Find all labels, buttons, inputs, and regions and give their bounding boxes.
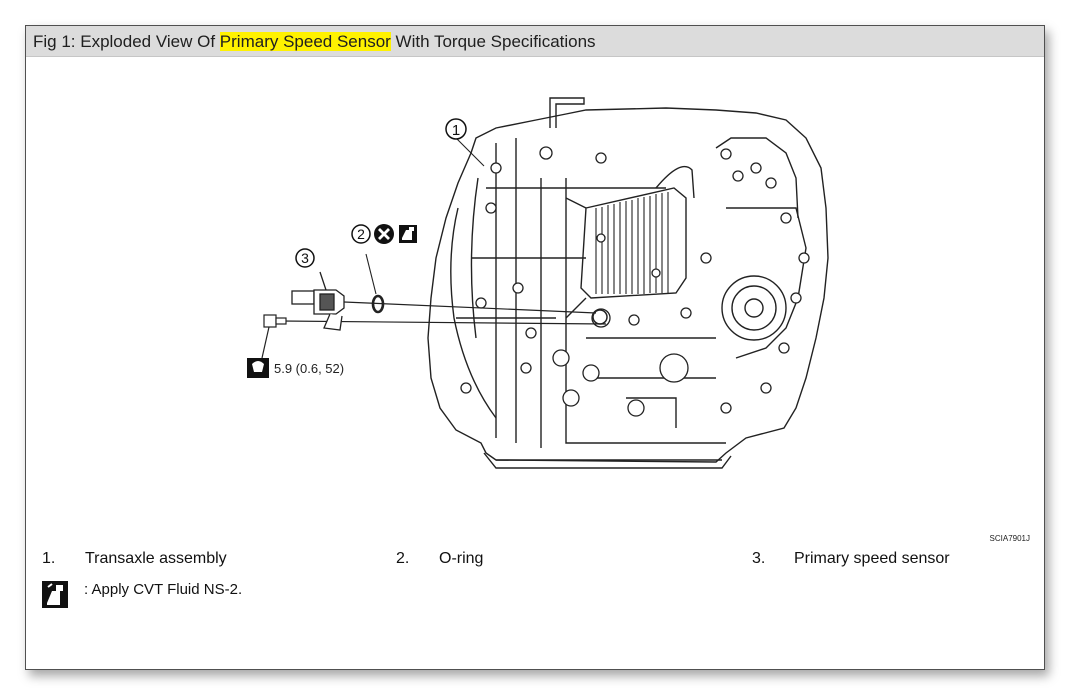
replace-part-icon bbox=[374, 224, 394, 244]
housing-bosses bbox=[460, 146, 810, 417]
figure-title-prefix: Fig 1: Exploded View Of bbox=[33, 32, 220, 51]
figure-title-highlight: Primary Speed Sensor bbox=[219, 32, 391, 51]
apply-fluid-icon bbox=[42, 581, 68, 608]
figure-title: Fig 1: Exploded View Of Primary Speed Se… bbox=[26, 26, 1044, 57]
callout-1-text: 1 bbox=[452, 122, 460, 139]
figure-reference-code: SCIA7901J bbox=[990, 534, 1030, 543]
torque-wrench-icon bbox=[247, 358, 269, 378]
callout-2-text: 2 bbox=[357, 226, 365, 242]
legend-item-number: 3. bbox=[752, 550, 766, 567]
callout-1: 1 bbox=[445, 118, 467, 140]
mounting-bolt-drawing bbox=[261, 314, 287, 359]
legend-item-number: 2. bbox=[396, 550, 410, 567]
callout-3-text: 3 bbox=[301, 250, 309, 266]
cooler-fins bbox=[595, 192, 669, 294]
fluid-note: : Apply CVT Fluid NS-2. bbox=[42, 581, 342, 611]
primary-speed-sensor-drawing bbox=[291, 271, 345, 331]
fluid-note-text: : Apply CVT Fluid NS-2. bbox=[84, 581, 243, 598]
legend-item-transaxle: 1. Transaxle assembly bbox=[42, 550, 262, 572]
callout-2: 2 bbox=[351, 224, 371, 244]
legend-item-speed-sensor: 3. Primary speed sensor bbox=[752, 550, 1012, 572]
legend-item-label: Primary speed sensor bbox=[794, 550, 950, 567]
apply-fluid-icon bbox=[399, 225, 417, 243]
sensor-port bbox=[592, 309, 608, 325]
figure-panel: Fig 1: Exploded View Of Primary Speed Se… bbox=[25, 25, 1045, 670]
legend-item-o-ring: 2. O-ring bbox=[396, 550, 556, 572]
transaxle-assembly-drawing bbox=[427, 97, 829, 469]
o-ring-drawing bbox=[371, 294, 385, 314]
torque-spec-label: 5.9 (0.6, 52) bbox=[274, 361, 344, 376]
figure-title-suffix: With Torque Specifications bbox=[390, 32, 596, 51]
legend-item-number: 1. bbox=[42, 550, 56, 567]
transaxle-leader-line bbox=[455, 137, 485, 167]
legend-item-label: O-ring bbox=[439, 550, 484, 567]
exploded-view-diagram: 1 2 3 5.9 (0.6, 52) SCIA7901J bbox=[247, 97, 1030, 543]
o-ring-leader-line bbox=[365, 253, 377, 295]
callout-3: 3 bbox=[295, 248, 315, 268]
legend-item-label: Transaxle assembly bbox=[85, 550, 227, 567]
